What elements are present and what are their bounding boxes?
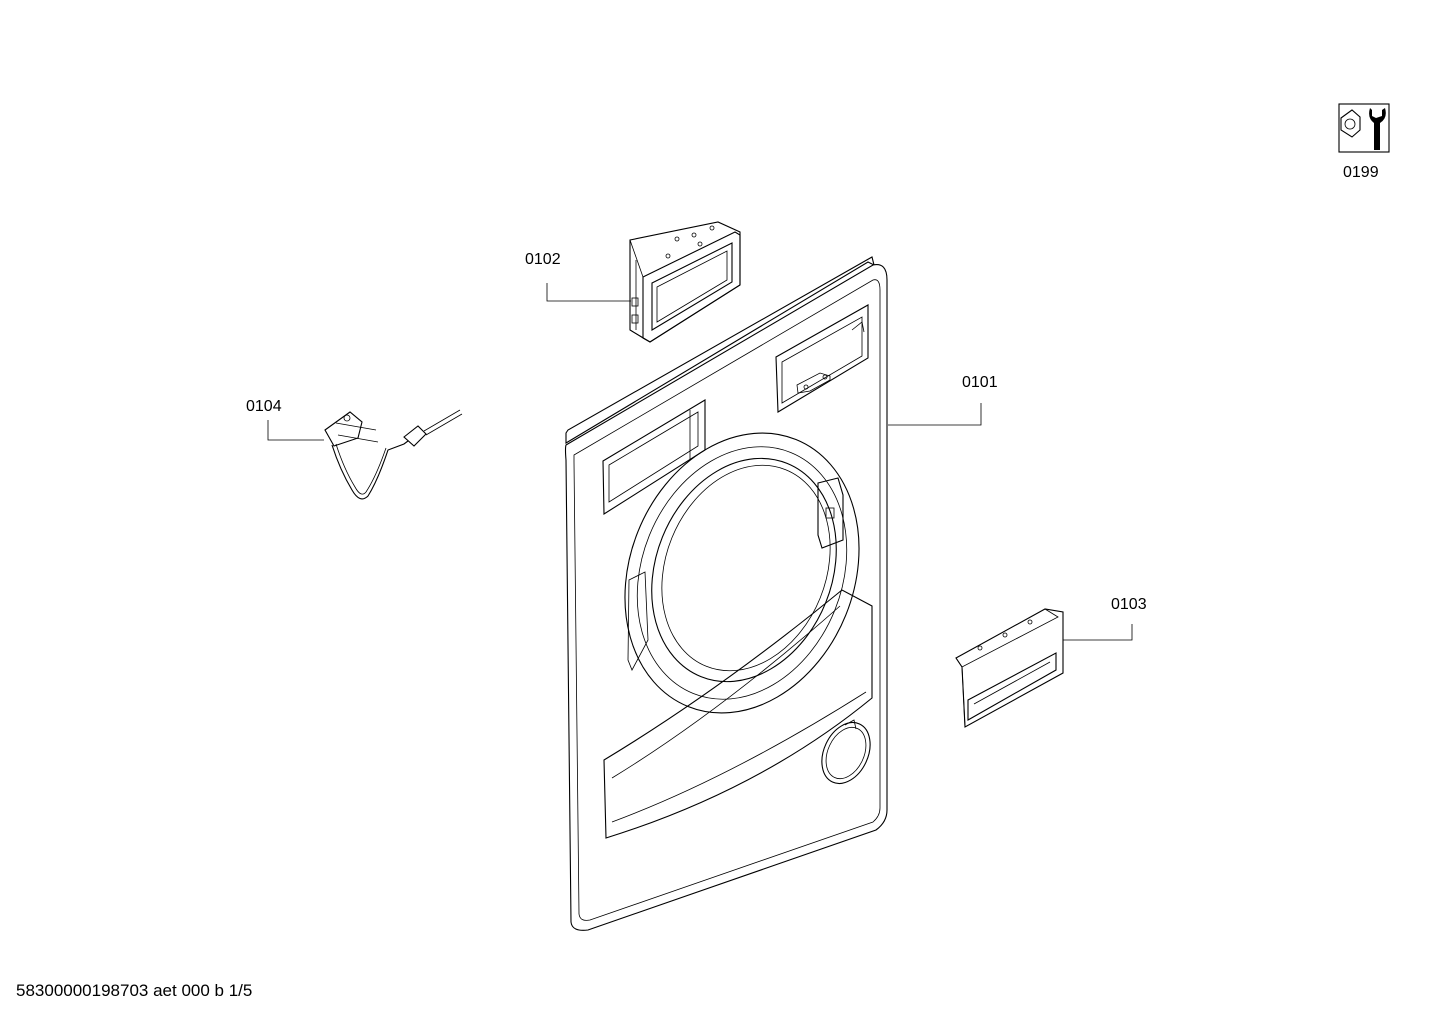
part-label-0104[interactable]: 0104	[246, 398, 282, 415]
power-cord-drawing	[324, 409, 463, 500]
document-footer-code: 58300000198703 aet 000 b 1/5	[16, 981, 253, 1000]
part-label-0101[interactable]: 0101	[962, 374, 998, 391]
part-label-0199[interactable]: 0199	[1343, 164, 1379, 181]
leader-line-0101	[888, 403, 982, 426]
part-label-0103[interactable]: 0103	[1111, 596, 1147, 613]
display-module-drawing	[629, 221, 741, 343]
part-label-0102[interactable]: 0102	[525, 251, 561, 268]
leader-line-0104	[267, 420, 324, 441]
dispenser-cover-drawing	[955, 608, 1064, 728]
leader-line-0102	[546, 283, 631, 302]
wrench-nut-icon	[1338, 103, 1390, 153]
front-panel-drawing	[564, 256, 888, 931]
leader-line-0103	[1063, 624, 1133, 641]
